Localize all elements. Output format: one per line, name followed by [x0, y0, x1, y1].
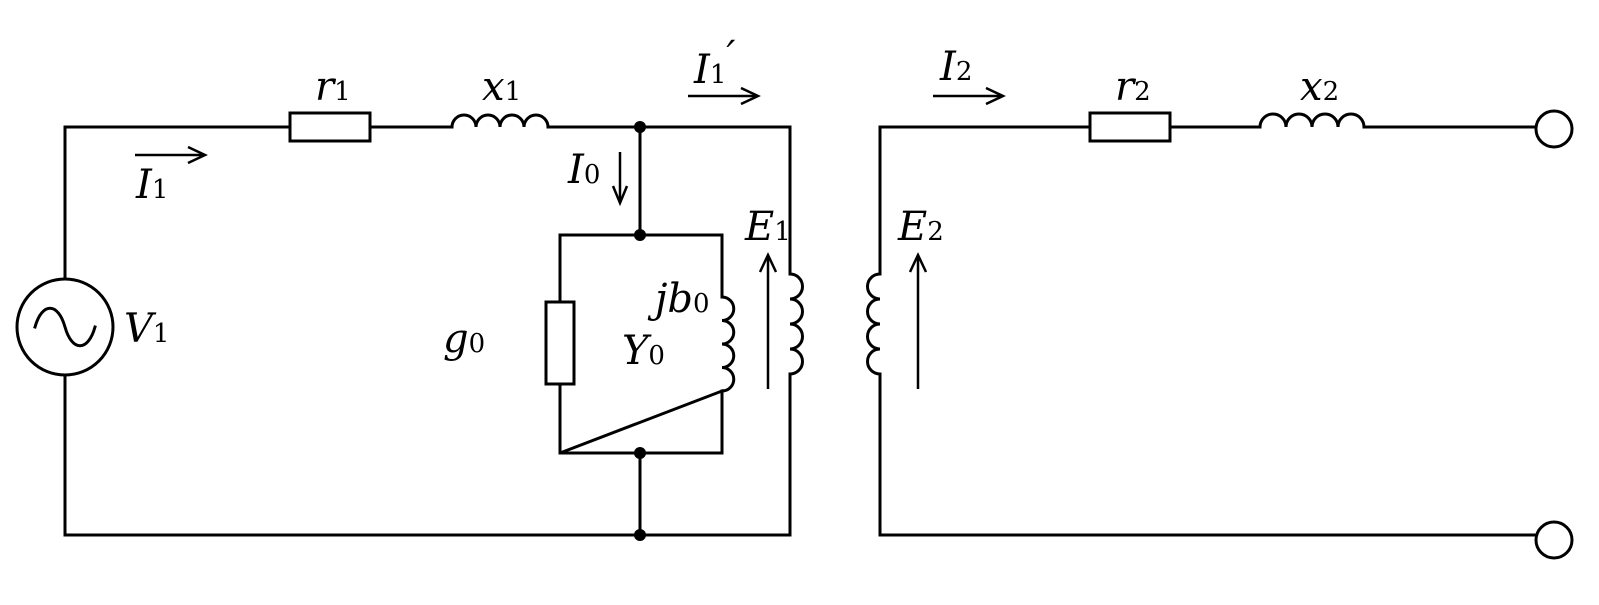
arrow-i2: [933, 86, 1006, 106]
label-x1: x1: [482, 64, 521, 110]
label-i1-prime: I1′: [693, 33, 735, 93]
output-terminal-bottom: [1534, 520, 1574, 560]
label-e2: E2: [897, 204, 944, 250]
secondary-winding: [866, 272, 882, 376]
label-jb0: jb0: [647, 276, 710, 322]
primary-wiring: [63, 125, 792, 537]
arrow-i0: [611, 152, 629, 207]
label-i2: I2: [939, 44, 972, 90]
inductor-jb0: [720, 295, 736, 393]
output-terminal-top: [1534, 109, 1574, 149]
label-g0: g0: [443, 316, 485, 362]
label-v1: V1: [124, 306, 169, 352]
arrow-i1: [135, 145, 208, 165]
label-r2: r2: [1115, 64, 1151, 110]
voltage-source: [15, 277, 115, 377]
label-y0: Y0: [622, 328, 665, 374]
resistor-r2: [1088, 111, 1172, 143]
arrow-i1-prime: [688, 86, 761, 106]
inductor-x1: [450, 113, 550, 129]
label-e1: E1: [744, 204, 791, 250]
label-r1: r1: [315, 64, 351, 110]
junction-dots: [634, 121, 646, 541]
resistor-r1: [288, 111, 372, 143]
inductor-x2: [1258, 112, 1366, 129]
arrow-e1: [758, 252, 778, 389]
label-i0: I0: [567, 147, 600, 193]
resistor-g0: [544, 233, 576, 455]
label-x2: x2: [1300, 64, 1339, 110]
secondary-wiring: [878, 125, 1538, 537]
label-i1: I1: [135, 162, 168, 208]
arrow-e2: [908, 252, 928, 389]
primary-winding: [788, 272, 804, 376]
